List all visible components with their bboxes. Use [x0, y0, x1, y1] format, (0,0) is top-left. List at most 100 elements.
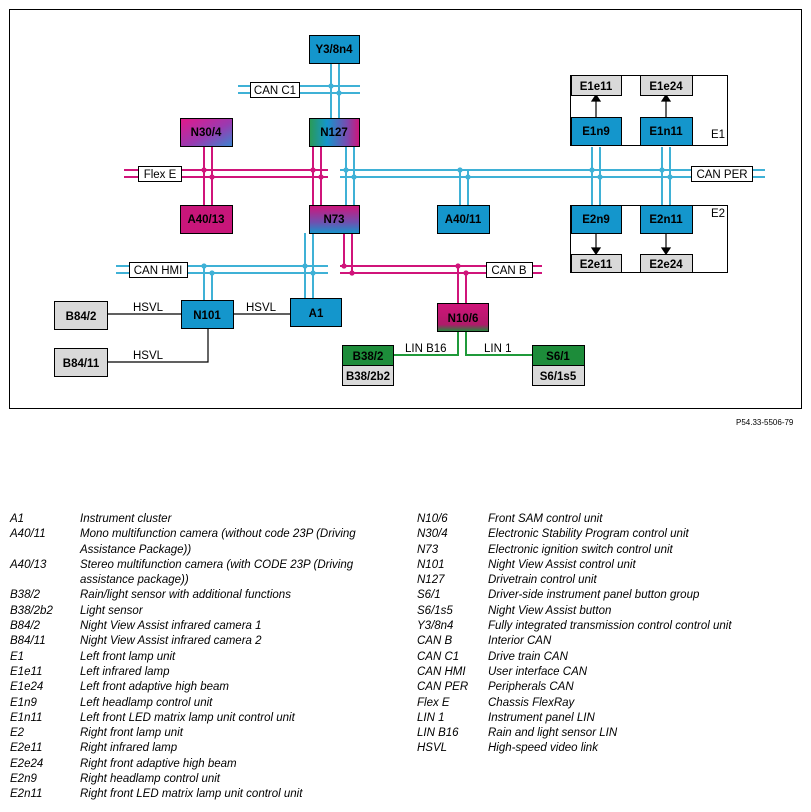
- unit-b38-2: B38/2: [353, 351, 384, 363]
- link-labels: HSVL HSVL HSVL LIN B16 LIN 1 E1 E2: [133, 129, 725, 362]
- legend-code: N127: [417, 574, 445, 587]
- legend-code: B84/11: [10, 635, 46, 648]
- legend-code: Y3/8n4: [417, 620, 454, 633]
- legend-description: Electronic Stability Program control uni…: [488, 528, 689, 541]
- group-label-e1: E1: [711, 129, 725, 141]
- legend-entry: E1n11 Left front LED matrix lamp unit con…: [10, 711, 400, 726]
- legend-code: E1: [10, 650, 25, 663]
- legend-entry: N127 Drivetrain control unit: [417, 573, 807, 588]
- legend-code: B38/2b2: [10, 604, 53, 617]
- legend-description: User interface CAN: [488, 665, 588, 678]
- legend-code: E2e11: [10, 742, 43, 755]
- legend-code: N30/4: [417, 528, 448, 541]
- unit-box-e2e11: [571, 254, 622, 273]
- bus-label-can-hmi: CAN HMI: [134, 265, 183, 277]
- legend-code: A40/11: [10, 528, 46, 541]
- unit-e1n9: E1n9: [582, 126, 610, 138]
- legend-description: Right front LED matrix lamp unit control…: [80, 788, 303, 801]
- legend-entry: E2 Right front lamp unit: [10, 726, 400, 741]
- unit-box-n30-4: [180, 118, 233, 147]
- lin-links: [394, 332, 532, 356]
- hsvl-links: [108, 313, 290, 363]
- unit-box-e2e24: [640, 254, 693, 273]
- junction-dots: [201, 83, 673, 276]
- unit-b84-2: B84/2: [66, 311, 97, 323]
- legend-code: CAN PER: [417, 681, 469, 694]
- legend-code: E2e24: [10, 757, 44, 770]
- unit-n73: N73: [323, 214, 344, 226]
- legend-entry: E2e11 Right infrared lamp: [10, 741, 400, 756]
- unit-box-e1n9: [571, 117, 622, 146]
- unit-box-e1n11: [640, 117, 693, 146]
- legend-code: CAN C1: [417, 650, 460, 663]
- link-label-lin-b16: LIN B16: [405, 343, 447, 355]
- legend-description: Mono multifunction camera (without code …: [80, 528, 356, 556]
- unit-n127: N127: [320, 127, 348, 139]
- legend-code: N10/6: [417, 513, 448, 525]
- group-label-e2: E2: [711, 208, 725, 220]
- legend-description: Right infrared lamp: [80, 742, 178, 755]
- legend-description: Right front lamp unit: [80, 727, 183, 740]
- bus-labels: CAN C1 Flex E CAN PER CAN HMI CAN B: [129, 82, 753, 278]
- legend-description: Instrument panel LIN: [488, 711, 595, 724]
- unit-box-y3-8n4: [309, 35, 360, 64]
- legend-description: Stereo multifunction camera (with CODE 2…: [80, 558, 354, 587]
- unit-e2n11: E2n11: [649, 214, 683, 226]
- unit-labels: Y3/8n4 N30/4 N127 A40/13 N73 A40/11 E1e1…: [63, 44, 683, 383]
- unit-s6-1: S6/1: [546, 351, 570, 363]
- diagram-frame: [9, 9, 802, 409]
- unit-n30-4: N30/4: [191, 127, 222, 139]
- legend-description: Left front adaptive high beam: [80, 681, 229, 694]
- legend-entry: Flex E Chassis FlexRay: [417, 696, 807, 711]
- unit-e1e11: E1e11: [580, 81, 613, 93]
- legend-code: Flex E: [417, 696, 450, 709]
- bus-label-can-c1: CAN C1: [254, 85, 296, 97]
- legend-description: Chassis FlexRay: [488, 696, 575, 709]
- unit-box-n101: [181, 300, 234, 329]
- legend-code: E2n9: [10, 773, 37, 786]
- legend-code: E1n11: [10, 711, 43, 724]
- legend-code: B84/2: [10, 620, 41, 633]
- legend-description: Night View Assist button: [488, 604, 612, 617]
- link-label-lin-1: LIN 1: [484, 343, 512, 355]
- legend-description: Left infrared lamp: [80, 665, 170, 678]
- unit-n101: N101: [193, 310, 221, 322]
- unit-box-b84-2: [54, 301, 108, 330]
- unit-box-s6-1s5: [532, 365, 585, 386]
- legend-code: S6/1: [417, 589, 441, 602]
- unit-e2e11: E2e11: [580, 259, 613, 271]
- unit-b38-2b2: B38/2b2: [346, 371, 390, 383]
- legend-description: Left headlamp control unit: [80, 696, 213, 709]
- legend-code: E2: [10, 727, 25, 740]
- legend-code: LIN B16: [417, 727, 459, 740]
- unit-box-b38-2b2: [342, 365, 394, 386]
- legend-description: Left front LED matrix lamp unit control …: [80, 711, 295, 724]
- legend-description: Electronic ignition switch control unit: [488, 543, 673, 556]
- unit-box-a40-13: [180, 205, 233, 234]
- unit-s6-1s5: S6/1s5: [540, 371, 577, 383]
- legend-description: Drivetrain control unit: [488, 574, 597, 587]
- unit-a1: A1: [309, 308, 324, 320]
- unit-box-e1e24: [640, 75, 693, 96]
- link-label-hsvl-b84-11: HSVL: [133, 350, 164, 362]
- legend-description: Left front lamp unit: [80, 650, 176, 663]
- legend-code: CAN B: [417, 635, 453, 648]
